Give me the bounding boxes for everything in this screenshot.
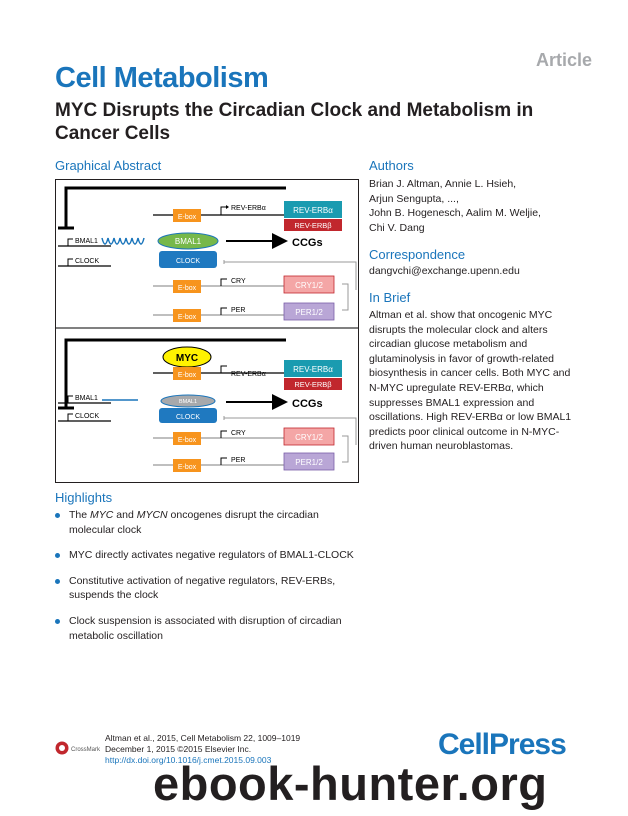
journal-title: Cell Metabolism	[55, 62, 269, 94]
citation-line: Altman et al., 2015, Cell Metabolism 22,…	[105, 733, 301, 743]
rev-erba-protein	[284, 201, 342, 218]
svg-text:REV-ERBα: REV-ERBα	[293, 365, 333, 374]
correspondence-email[interactable]: dangvchi@exchange.upenn.edu	[369, 265, 520, 277]
authors-heading: Authors	[369, 158, 414, 173]
svg-text:REV-ERBα: REV-ERBα	[231, 371, 266, 378]
author-line: Arjun Sengupta, ...,	[369, 192, 459, 205]
graphical-abstract-figure: E-box REV-ERBα REV-ERBα REV-ERBβ BMAL1 B…	[55, 179, 359, 483]
clock-protein	[159, 408, 217, 423]
bmal1-protein	[157, 232, 219, 250]
in-brief-text: Altman et al. show that oncogenic MYC di…	[369, 309, 572, 453]
svg-text:CRY: CRY	[231, 430, 246, 437]
ccgs-label: CCGs	[292, 237, 323, 249]
svg-text:BMAL1: BMAL1	[75, 395, 98, 402]
pathway-diagram: E-box REV-ERBα REV-ERBα REV-ERBβ BMAL1 B…	[56, 186, 358, 472]
bmal1-gene-label: BMAL1	[75, 238, 98, 245]
correspondence-heading: Correspondence	[369, 247, 466, 262]
svg-text:REV-ERBβ: REV-ERBβ	[294, 380, 332, 389]
ebox-box	[173, 209, 201, 222]
citation: Altman et al., 2015, Cell Metabolism 22,…	[105, 733, 300, 766]
clock-protein-label: CLOCK	[176, 258, 200, 265]
rev-erba-protein	[284, 360, 342, 377]
per-protein	[283, 302, 335, 321]
in-brief-heading: In Brief	[369, 290, 411, 305]
svg-text:PER: PER	[231, 457, 245, 464]
clock-gene-label: CLOCK	[75, 258, 99, 265]
highlight-item: MYC directly activates negative regulato…	[55, 548, 365, 563]
svg-text:PER1/2: PER1/2	[295, 458, 323, 467]
crossmark-logo[interactable]: CrossMark	[55, 740, 103, 756]
highlights-list: The MYC and MYCN oncogenes disrupt the c…	[55, 508, 365, 654]
article-type-label: Article	[535, 50, 592, 70]
citation-date: December 1, 2015 ©2015 Elsevier Inc.	[105, 744, 252, 754]
ebox-label: E-box	[178, 214, 197, 221]
highlight-item: The MYC and MYCN oncogenes disrupt the c…	[55, 508, 365, 537]
cellpress-logo: CellPress	[438, 728, 567, 761]
panel-myc-disrupted-clock: MYC E-box REV-ERBα REV-ERBα REV-ERBβ BMA…	[58, 338, 357, 472]
cry-gene-label: CRY	[231, 278, 246, 285]
rev-erba-protein-label: REV-ERBα	[293, 206, 333, 215]
svg-text:E-box: E-box	[178, 314, 197, 321]
rev-erbb-protein-label: REV-ERBβ	[294, 221, 332, 230]
watermark: ebook-hunter.org	[153, 757, 548, 810]
author-line: Chi V. Dang	[369, 221, 425, 234]
rev-erbb-protein	[284, 219, 342, 231]
highlight-item: Clock suspension is associated with disr…	[55, 614, 365, 643]
svg-text:BMAL1: BMAL1	[179, 399, 197, 405]
myc-protein-label: MYC	[176, 353, 198, 364]
panel-normal-clock: E-box REV-ERBα REV-ERBα REV-ERBβ BMAL1 B…	[58, 186, 357, 322]
svg-text:CLOCK: CLOCK	[75, 413, 99, 420]
repression-line	[64, 186, 286, 228]
bmal1-protein	[160, 394, 216, 408]
clock-protein	[159, 251, 217, 268]
crossmark-text: CrossMark	[71, 747, 101, 753]
highlight-item: Constitutive activation of negative regu…	[55, 574, 365, 603]
svg-text:CRY1/2: CRY1/2	[295, 433, 323, 442]
highlights-heading: Highlights	[55, 490, 113, 505]
svg-text:CCGs: CCGs	[292, 398, 323, 410]
author-line: John B. Hogenesch, Aalim M. Weljie,	[369, 207, 541, 220]
cry-protein	[283, 275, 335, 294]
svg-text:E-box: E-box	[178, 464, 197, 471]
rev-erba-gene-label: REV-ERBα	[231, 205, 266, 212]
doi-link[interactable]: http://dx.doi.org/10.1016/j.cmet.2015.09…	[105, 755, 272, 765]
cry-protein-label: CRY1/2	[295, 281, 323, 290]
svg-text:CLOCK: CLOCK	[176, 414, 200, 421]
per-gene-label: PER	[231, 307, 245, 314]
svg-text:E-box: E-box	[178, 372, 197, 379]
rev-erbb-protein	[284, 378, 342, 390]
svg-text:E-box: E-box	[178, 285, 197, 292]
author-line: Brian J. Altman, Annie L. Hsieh,	[369, 178, 517, 190]
per-protein-label: PER1/2	[295, 308, 323, 317]
bmal1-protein-label: BMAL1	[175, 237, 202, 246]
repression-line	[64, 338, 286, 408]
svg-text:E-box: E-box	[178, 437, 197, 444]
authors-list: Brian J. Altman, Annie L. Hsieh, Arjun S…	[369, 177, 579, 235]
graphical-abstract-heading: Graphical Abstract	[55, 158, 162, 173]
article-title: MYC Disrupts the Circadian Clock and Met…	[55, 100, 534, 144]
bmal1-oscillation-wave	[101, 237, 145, 245]
